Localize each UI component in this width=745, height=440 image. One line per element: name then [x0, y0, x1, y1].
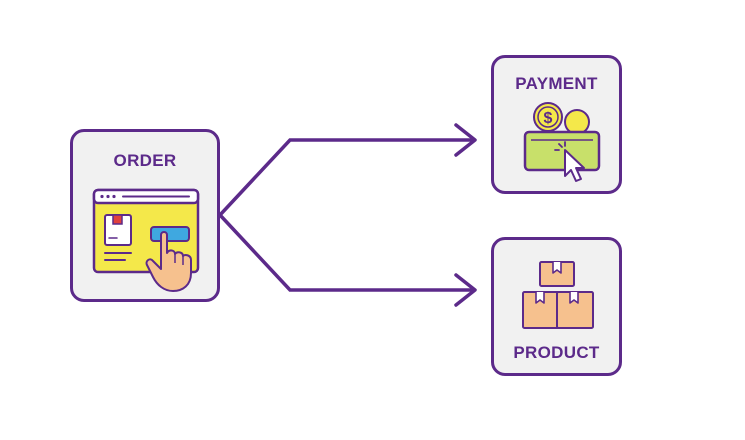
payment-label: PAYMENT — [515, 74, 598, 93]
order-node: ORDER — [70, 129, 220, 302]
order-label: ORDER — [113, 151, 177, 170]
arrowhead-payment — [454, 123, 477, 157]
arrow-order-to-payment — [218, 138, 473, 217]
dollar-sign: $ — [544, 110, 553, 127]
stacked-boxes-icon — [522, 261, 594, 329]
payment-node: PAYMENT $ — [491, 55, 622, 194]
arrowhead-product — [454, 273, 477, 307]
product-node: PRODUCT — [491, 237, 622, 376]
arrow-order-to-product — [218, 213, 473, 292]
product-label: PRODUCT — [513, 343, 600, 362]
browser-order-click-icon — [92, 188, 200, 292]
wallet-coin-cursor-icon: $ — [523, 102, 601, 182]
